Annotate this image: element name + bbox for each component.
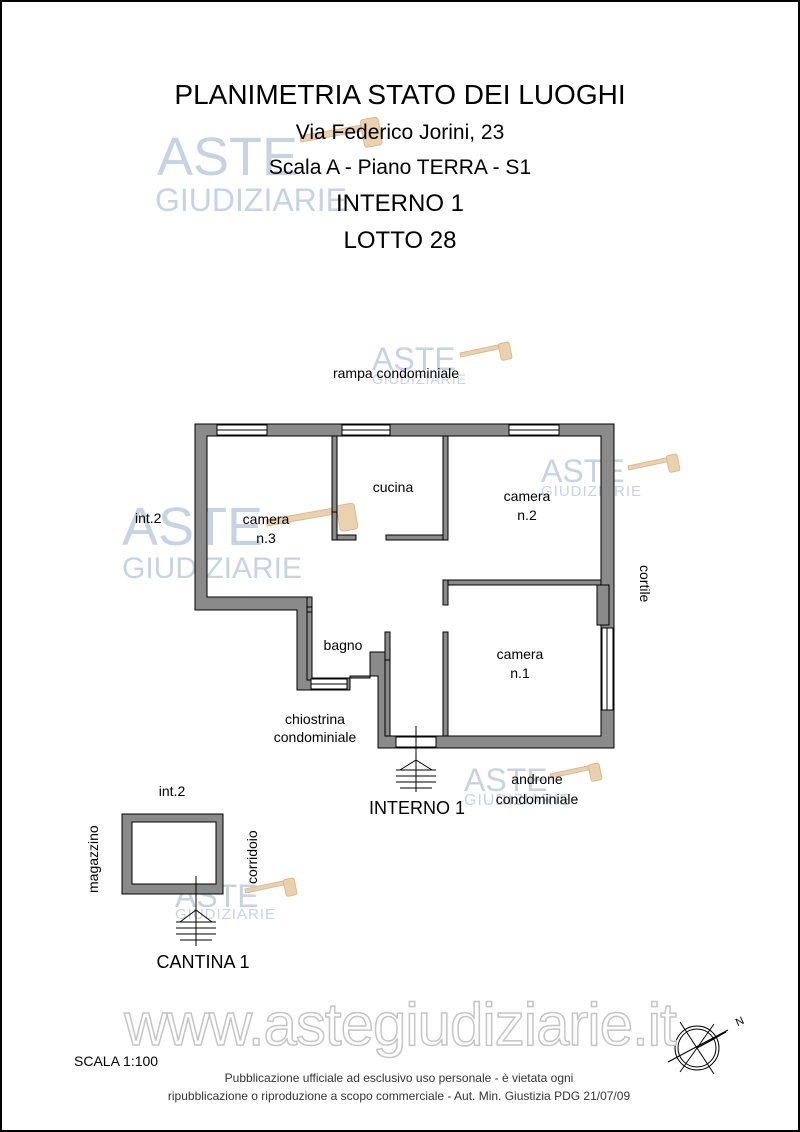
watermark-brand-bottom: GIUDIZIARIE: [464, 792, 572, 809]
room-label-camera1-number: n.1: [510, 665, 530, 681]
label-androne-condominiale: condominiale: [495, 791, 579, 807]
room-label-camera3-number: n.3: [256, 530, 276, 546]
windows: [216, 424, 614, 748]
floor-info: Scala A - Piano TERRA - S1: [268, 156, 532, 179]
cellar-title: CANTINA 1: [156, 952, 250, 972]
address: Via Federico Jorini, 23: [295, 121, 505, 144]
room-label-camera3: camera: [242, 511, 290, 527]
wall-camera2-camera1: [442, 579, 602, 586]
cellar-entrance-marker-icon: [176, 876, 216, 946]
gavel-icon: [265, 502, 359, 532]
watermark-brand-bottom: GIUDIZIARIE: [372, 371, 468, 387]
label-androne: androne: [511, 771, 563, 787]
entrance-label: INTERNO 1: [368, 798, 466, 818]
compass-north-icon: [667, 1021, 729, 1075]
cellar-label-int2: int.2: [158, 783, 186, 799]
room-label-camera1: camera: [496, 646, 544, 662]
unit-title: INTERNO 1: [335, 190, 465, 217]
interior-walls: [306, 435, 610, 737]
gavel-icon: [549, 762, 603, 782]
watermark-brand-bottom: GIUDIZIARIE: [155, 182, 348, 218]
page-title: PLANIMETRIA STATO DEI LUOGHI: [174, 79, 626, 110]
wall-bagno-left: [306, 596, 313, 681]
gavel-icon: [244, 877, 298, 897]
watermark-brand-bottom: GIUDIZIARIE: [541, 483, 643, 500]
lot-title: LOTTO 28: [343, 227, 457, 254]
wall-camera1-left: [442, 631, 449, 737]
gavel-icon: [299, 116, 383, 148]
label-chiostrina: chiostrina: [285, 711, 345, 727]
gavel-icon: [627, 453, 681, 473]
watermark-url: www.astegiudiziarie.it: [123, 990, 677, 1059]
label-chiostrina-condominiale: condominiale: [273, 729, 357, 745]
cellar-label-corridoio: corridoio: [244, 830, 260, 884]
entrance-marker-icon: [396, 726, 436, 792]
wall-cucina-left: [331, 435, 338, 513]
label-cortile: cortile: [637, 565, 653, 603]
cellar-label-magazzino: magazzino: [85, 825, 101, 893]
wall-bagno-right: [384, 631, 391, 663]
room-label-bagno: bagno: [323, 637, 363, 653]
watermark-brand-top: ASTE: [372, 341, 456, 377]
exterior-walls: [194, 423, 615, 749]
watermark-brand-top: ASTE: [122, 497, 264, 557]
room-label-camera2: camera: [503, 488, 551, 504]
wall-cucina-camera2: [442, 435, 449, 541]
gavel-icon: [459, 341, 513, 361]
notice-line-2: ripubblicazione o riproduzione a scopo c…: [167, 1089, 631, 1103]
scale-label: SCALA 1:100: [74, 1053, 159, 1069]
notice-line-1: Pubblicazione ufficiale ad esclusivo uso…: [224, 1071, 574, 1085]
room-label-cucina: cucina: [372, 479, 414, 495]
watermark-brand-bottom: GIUDIZIARIE: [175, 906, 277, 923]
label-rampa: rampa condominiale: [332, 365, 460, 381]
cellar-walls: [121, 813, 224, 895]
watermark-brand-top: ASTE: [464, 762, 548, 798]
wall-camera2-stub: [442, 579, 449, 606]
label-int2: int.2: [135, 510, 162, 526]
watermark-brand-bottom: GIUDIZIARIE: [122, 552, 303, 585]
watermark-brand-top: ASTE: [157, 127, 299, 187]
wall-cucina-bottom: [385, 534, 449, 541]
room-label-camera2-number: n.2: [517, 507, 537, 523]
